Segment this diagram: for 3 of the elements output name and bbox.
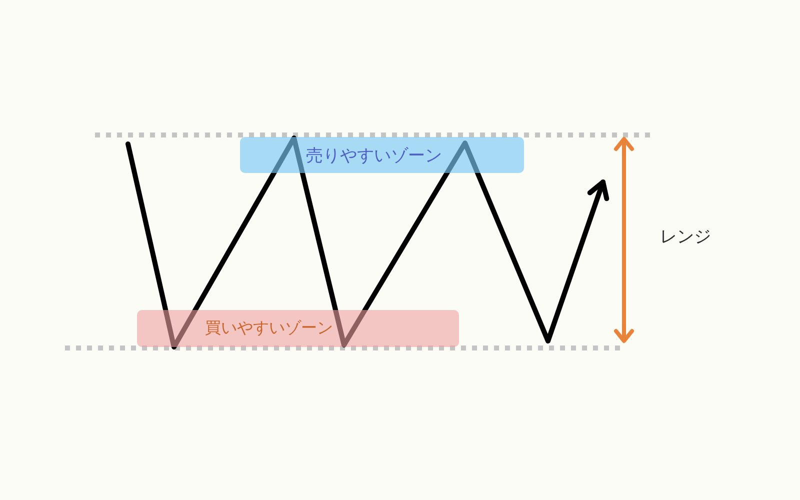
sell-zone-band: 売りやすいゾーン bbox=[240, 137, 524, 173]
buy-zone-band: 買いやすいゾーン bbox=[137, 310, 459, 347]
range-label: レンジ bbox=[660, 226, 711, 248]
